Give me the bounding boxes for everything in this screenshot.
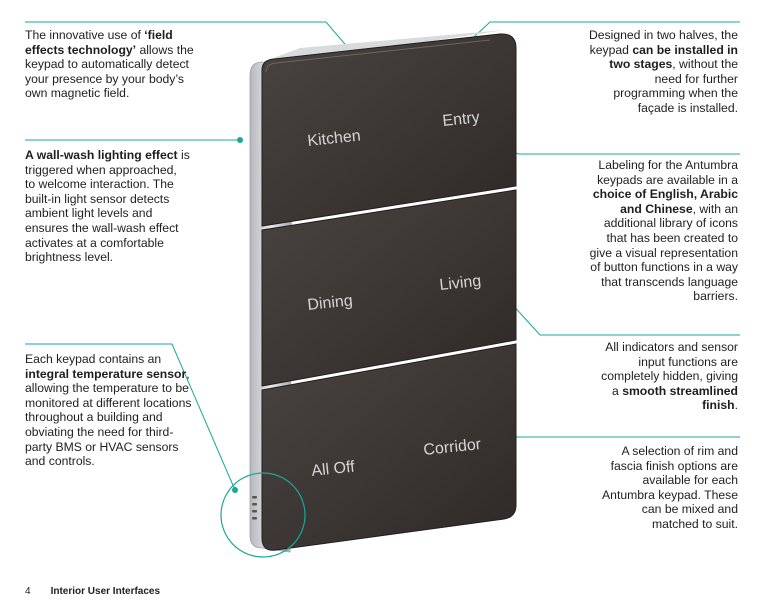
dot-wall-wash <box>237 137 243 143</box>
page-footer: 4 Interior User Interfaces <box>25 586 160 597</box>
callout-temperature: Each keypad contains an integral tempera… <box>25 352 192 469</box>
callout-finish: A selection of rim and fascia finish opt… <box>602 444 738 531</box>
callout-labeling: Labeling for the Antumbra keypads are av… <box>589 158 738 304</box>
keypad-panel-top <box>261 33 517 227</box>
callout-indicators: All indicators and sensor input function… <box>601 340 738 413</box>
keypad-panel-bottom <box>261 343 517 551</box>
connector-temperature <box>25 343 236 491</box>
sensor-holes <box>252 496 257 520</box>
footer-title: Interior User Interfaces <box>50 586 161 597</box>
button-label-dining: Dining <box>307 292 354 314</box>
button-label-all-off: All Off <box>311 458 356 479</box>
callout-field-effects: The innovative use of ‘field effects tec… <box>25 28 194 101</box>
page-number: 4 <box>25 586 31 597</box>
button-label-kitchen: Kitchen <box>307 127 362 149</box>
button-label-living: Living <box>439 273 482 294</box>
connector-field-effects <box>25 21 351 51</box>
button-label-entry: Entry <box>442 109 481 130</box>
keypad-panel-middle <box>261 189 517 387</box>
button-label-corridor: Corridor <box>423 436 483 459</box>
callout-wall-wash: A wall-wash lighting effect is triggered… <box>25 148 190 265</box>
dot-temperature <box>232 487 238 493</box>
callout-two-halves: Designed in two halves, the keypad can b… <box>588 28 738 115</box>
